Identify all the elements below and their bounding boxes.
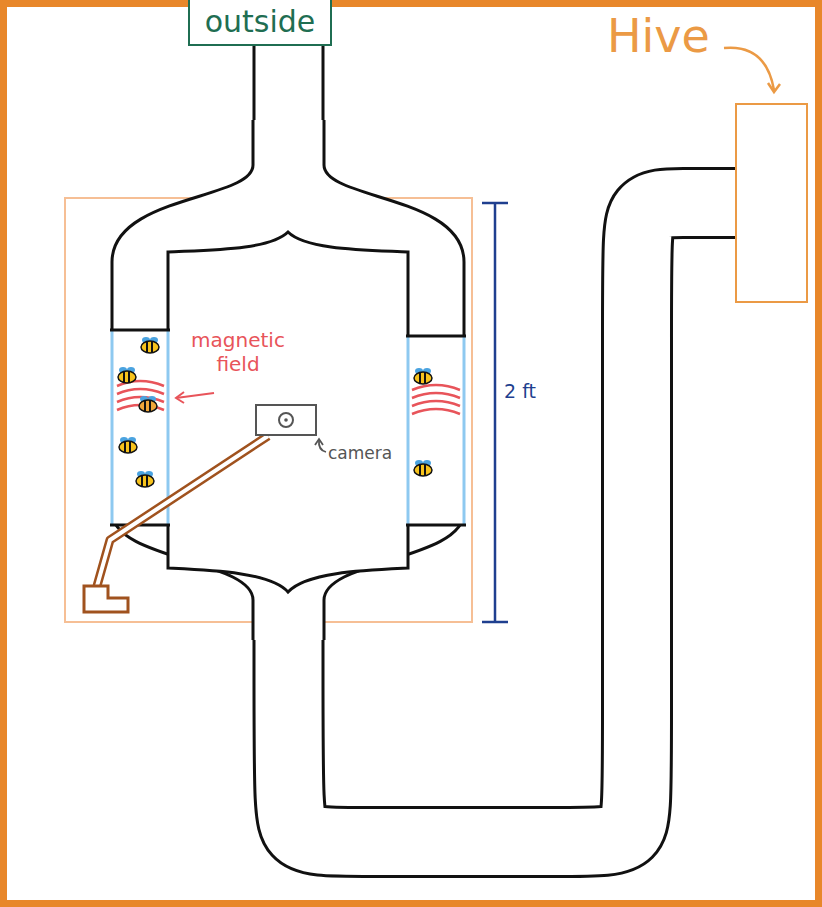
dimension-label: 2 ft	[504, 380, 536, 403]
leader-arrow	[315, 439, 326, 452]
bee-icon	[136, 471, 154, 487]
bee-icon	[414, 460, 432, 476]
tube-wall	[289, 46, 736, 842]
box-heading: Hive	[607, 10, 676, 63]
transparent-channel	[110, 330, 170, 525]
hive-box: Hive	[735, 103, 808, 303]
bees	[118, 337, 432, 487]
chamber-divider	[168, 232, 408, 592]
dimension-line	[482, 203, 508, 622]
transparent-channel	[406, 336, 466, 525]
callout-label: camera	[328, 443, 392, 463]
bee-icon	[141, 337, 159, 353]
leader-arrow	[176, 392, 214, 403]
bee-icon	[119, 437, 137, 453]
page-border	[4, 4, 819, 904]
leader-arrow	[724, 48, 780, 92]
box-label: outside	[205, 5, 316, 40]
tube-bore	[289, 46, 736, 842]
field-label: magnetic field	[180, 328, 296, 376]
bee-icon	[118, 367, 136, 383]
camera-symbol	[84, 405, 316, 612]
outside-box: outside	[188, 0, 332, 46]
bee-icon	[414, 368, 432, 384]
bee-icon	[139, 396, 157, 412]
tube-connector	[289, 46, 736, 842]
